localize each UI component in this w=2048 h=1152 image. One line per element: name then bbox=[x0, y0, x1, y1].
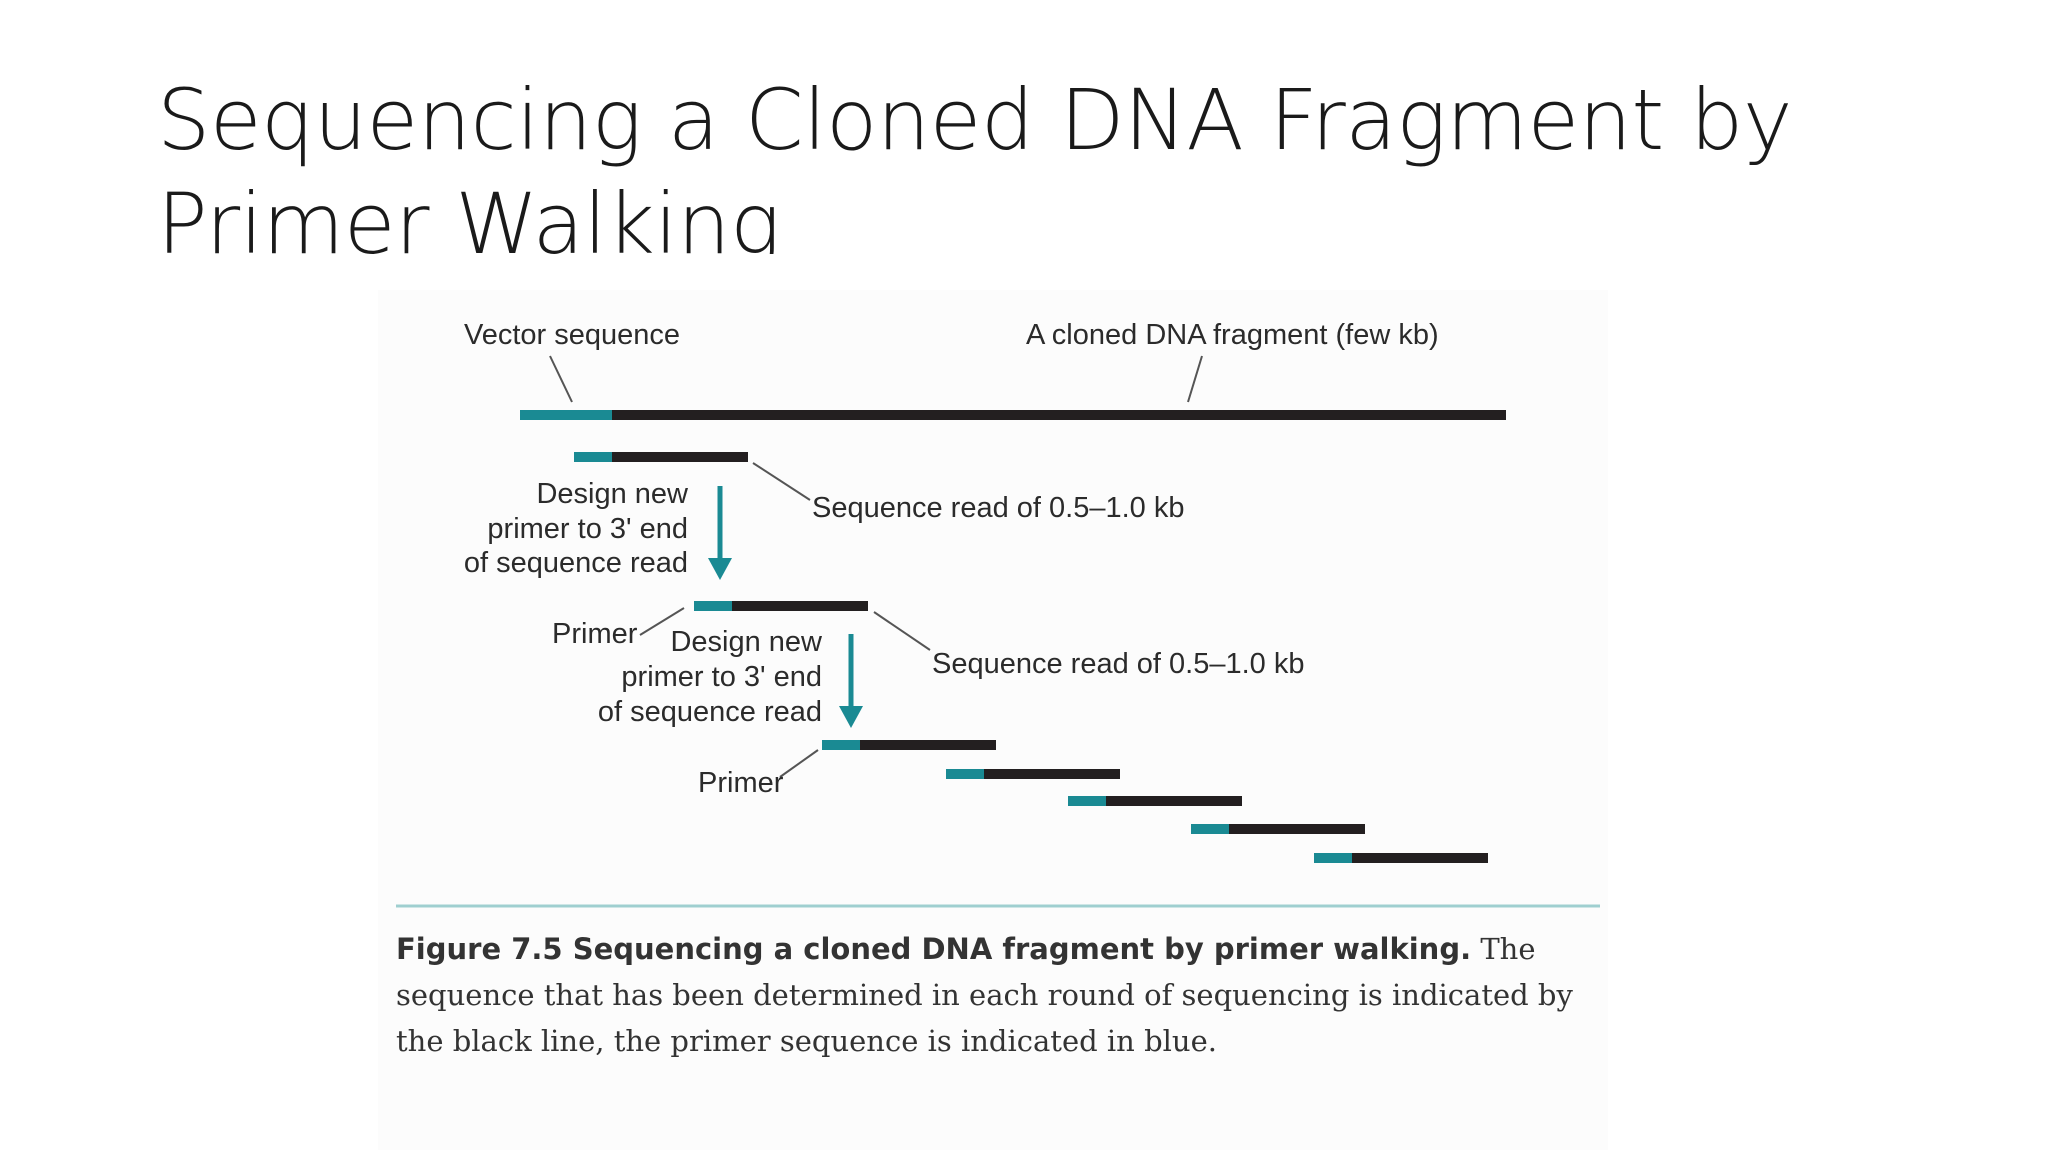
sequence-read-segment bbox=[860, 740, 996, 750]
design-primer-label: Design new bbox=[670, 626, 823, 658]
caption-title: Figure 7.5 Sequencing a cloned DNA fragm… bbox=[396, 932, 1472, 966]
primer-label: Primer bbox=[552, 618, 638, 650]
sequence-read-label: Sequence read of 0.5–1.0 kb bbox=[812, 492, 1184, 524]
figure-caption: Figure 7.5 Sequencing a cloned DNA fragm… bbox=[396, 926, 1596, 1064]
sequence-read-segment bbox=[1352, 853, 1488, 863]
primer-segment bbox=[694, 601, 732, 611]
primer-segment bbox=[1068, 796, 1106, 806]
sequence-read-segment bbox=[1106, 796, 1242, 806]
sequence-read-segment bbox=[732, 601, 868, 611]
primer-segment bbox=[1314, 853, 1352, 863]
primer-label: Primer bbox=[698, 767, 784, 799]
vector-sequence-label: Vector sequence bbox=[464, 319, 680, 351]
design-primer-label: of sequence read bbox=[598, 696, 822, 728]
vector-leader-line bbox=[549, 355, 573, 403]
primer-walking-figure: Vector sequence A cloned DNA fragment (f… bbox=[378, 290, 1608, 1150]
sequence-read-segment bbox=[1229, 824, 1365, 834]
sequence-read-segment bbox=[984, 769, 1120, 779]
slide-title: Sequencing a Cloned DNA Fragment by Prim… bbox=[157, 71, 1793, 254]
primer-segment bbox=[1191, 824, 1229, 834]
primer-walking-diagram: Vector sequence A cloned DNA fragment (f… bbox=[396, 319, 1600, 908]
cloned-fragment-line bbox=[612, 410, 1506, 420]
caption-text: The sequence that has been determined in… bbox=[396, 932, 1573, 1058]
design-primer-label: primer to 3' end bbox=[621, 661, 822, 693]
sequence-read-label: Sequence read of 0.5–1.0 kb bbox=[932, 648, 1304, 680]
fragment-leader-line bbox=[1187, 355, 1203, 403]
design-primer-label: of sequence read bbox=[464, 547, 688, 579]
down-arrow-icon bbox=[708, 558, 732, 580]
sequence-read-segment bbox=[612, 452, 748, 462]
primer-segment bbox=[946, 769, 984, 779]
primer2-leader-line bbox=[779, 749, 819, 778]
vector-segment bbox=[520, 410, 612, 420]
read1-leader-line bbox=[752, 462, 811, 501]
primer-segment bbox=[574, 452, 612, 462]
primer-segment bbox=[822, 740, 860, 750]
down-arrow-icon bbox=[839, 706, 863, 728]
design-primer-label: primer to 3' end bbox=[487, 513, 688, 545]
primer1-leader-line bbox=[639, 607, 685, 636]
design-primer-label: Design new bbox=[536, 478, 689, 510]
read2-leader-line bbox=[873, 611, 931, 651]
cloned-fragment-label: A cloned DNA fragment (few kb) bbox=[1026, 319, 1439, 351]
